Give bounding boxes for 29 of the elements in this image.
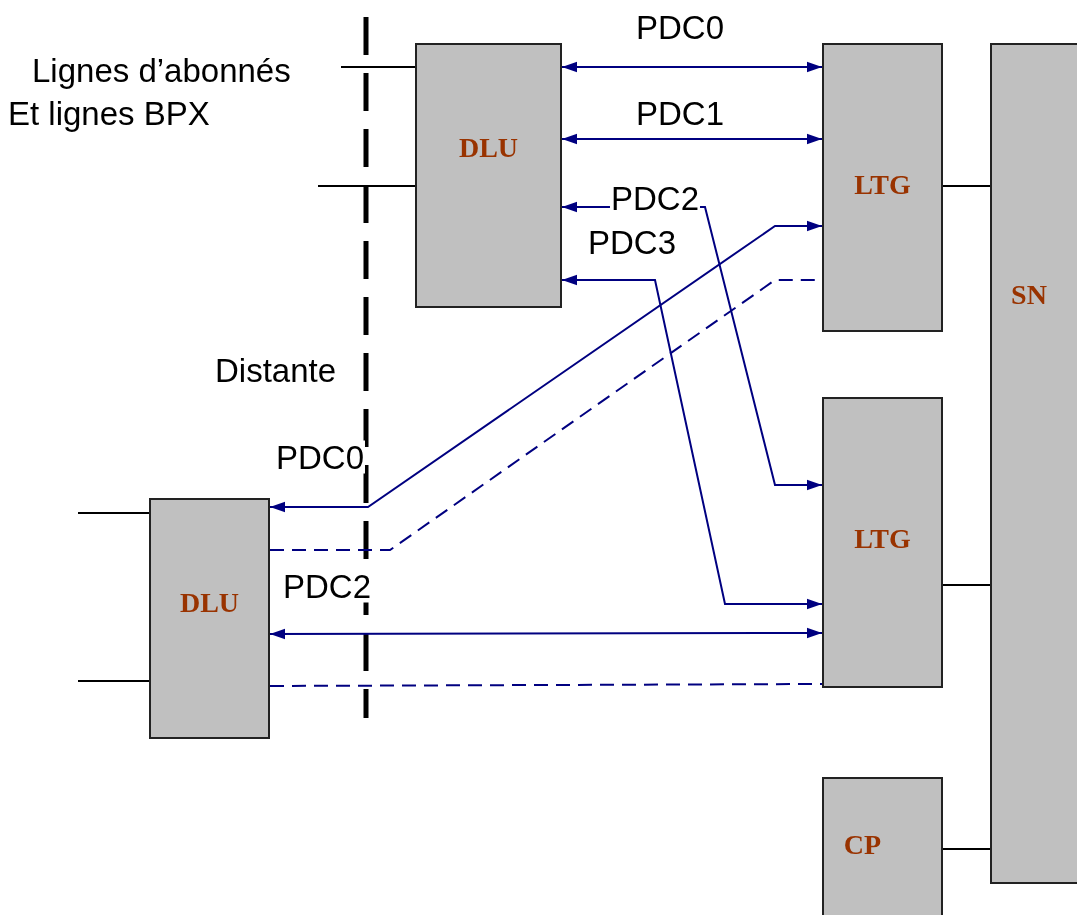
connector-line: [942, 185, 991, 187]
connector-line: [942, 848, 991, 850]
text-label: Lignes d’abonnés: [32, 54, 291, 87]
unit-label: LTG: [853, 525, 912, 553]
text-label: Distante: [215, 354, 337, 387]
unit-box: [990, 43, 1077, 884]
text-label: Et lignes BPX: [8, 97, 210, 130]
unit-box: [822, 43, 943, 332]
line-stub: [77, 512, 150, 514]
line-stub: [77, 680, 150, 682]
unit-box: [822, 777, 943, 915]
arrow: [269, 627, 823, 640]
unit-box: [149, 498, 270, 739]
arrow: [561, 61, 823, 73]
arrow: [561, 274, 823, 610]
unit-label: LTG: [853, 171, 912, 199]
unit-box: [415, 43, 562, 308]
edge-label: PDC0: [275, 440, 365, 474]
unit-box: [822, 397, 943, 688]
line-stub: [317, 185, 416, 187]
unit-label: DLU: [457, 134, 520, 162]
arrow: [561, 133, 823, 145]
connector-line: [269, 683, 823, 687]
unit-label: DLU: [178, 589, 241, 617]
line-stub: [340, 66, 416, 68]
unit-label: SN: [1010, 281, 1048, 309]
unit-label: CP: [842, 831, 883, 859]
arrow: [269, 220, 823, 513]
connector-line: [942, 584, 991, 586]
